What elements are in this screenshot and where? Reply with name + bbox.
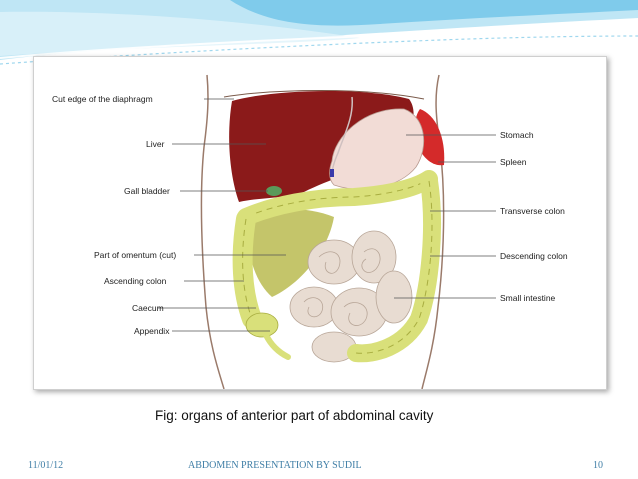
figure-caption: Fig: organs of anterior part of abdomina…: [155, 408, 434, 423]
torso-outline: [200, 74, 445, 389]
abdominal-cavity-diagram: Cut edge of the diaphragm Liver Gall bla…: [52, 74, 568, 389]
caecum: [245, 312, 279, 338]
label-small-intestine: Small intestine: [500, 293, 556, 303]
label-ascending-colon: Ascending colon: [104, 276, 167, 286]
gall-bladder: [266, 186, 282, 196]
footer-title: ABDOMEN PRESENTATION BY SUDIL: [188, 460, 362, 471]
slide-number: 10: [593, 460, 603, 471]
stomach: [329, 108, 424, 190]
omentum: [247, 208, 334, 297]
label-gall-bladder: Gall bladder: [124, 186, 170, 196]
label-spleen: Spleen: [500, 157, 527, 167]
diaphragm-cut-edge: [223, 90, 425, 100]
header-wave-band: [0, 0, 638, 65]
label-appendix: Appendix: [134, 326, 170, 336]
footer-date: 11/01/12: [28, 460, 64, 471]
label-stomach: Stomach: [500, 130, 534, 140]
appendix: [263, 332, 291, 360]
label-liver: Liver: [146, 139, 165, 149]
label-diaphragm: Cut edge of the diaphragm: [52, 94, 153, 104]
label-caecum: Caecum: [132, 303, 164, 313]
anatomy-figure: Cut edge of the diaphragm Liver Gall bla…: [33, 56, 607, 390]
label-omentum: Part of omentum (cut): [94, 250, 176, 260]
small-intestine-loops: [289, 230, 413, 363]
label-descending-colon: Descending colon: [500, 251, 568, 261]
label-transverse-colon: Transverse colon: [500, 206, 565, 216]
